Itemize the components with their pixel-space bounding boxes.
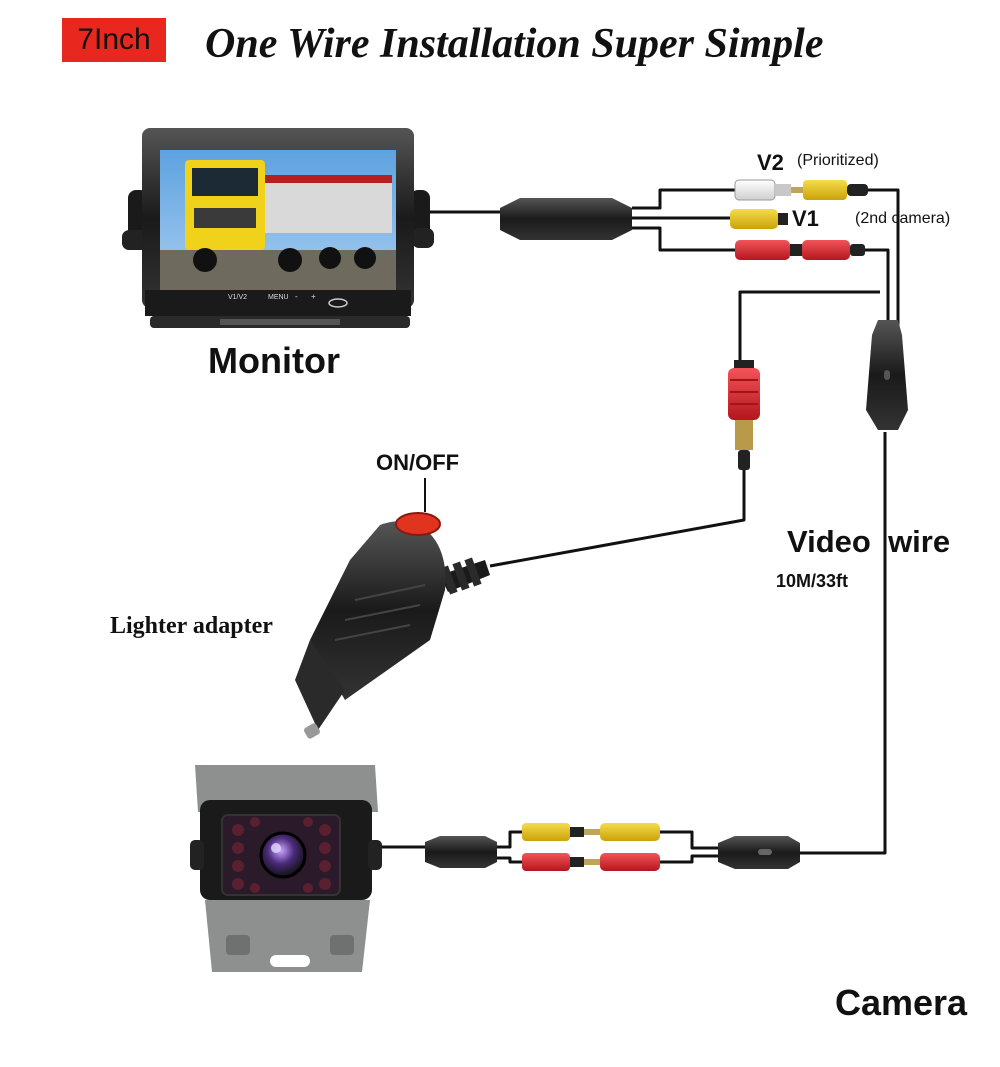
v2-label: V2 bbox=[757, 150, 784, 175]
page-title: One Wire Installation Super Simple bbox=[205, 21, 824, 67]
size-badge: 7Inch bbox=[62, 18, 166, 62]
monitor-icon: V1/V2 MENU - + bbox=[122, 128, 434, 328]
lighter-adapter-label: Lighter adapter bbox=[110, 613, 273, 639]
monitor-button-minus[interactable]: - bbox=[295, 292, 298, 301]
monitor-cable-junction bbox=[500, 198, 632, 240]
monitor-button-plus[interactable]: + bbox=[311, 292, 316, 301]
camera-label: Camera bbox=[835, 982, 968, 1023]
wire-length-label: 10M/33ft bbox=[776, 571, 849, 591]
power-jack bbox=[728, 360, 760, 470]
rca-plug-icon bbox=[522, 823, 660, 841]
rca-plug-icon bbox=[735, 240, 865, 260]
rca-plug-icon bbox=[734, 179, 868, 201]
v2-note-label: (Prioritized) bbox=[797, 152, 879, 169]
video-wire-end-junction bbox=[718, 836, 800, 869]
video-wire-label: Video wire bbox=[787, 524, 951, 559]
monitor-button-menu[interactable]: MENU bbox=[268, 294, 289, 301]
v1-label: V1 bbox=[792, 206, 819, 231]
monitor-button-v1v2[interactable]: V1/V2 bbox=[228, 294, 247, 301]
rca-plug-icon bbox=[730, 209, 788, 229]
rca-plug-icon bbox=[522, 853, 660, 871]
camera-icon bbox=[190, 765, 382, 972]
truck-image bbox=[185, 160, 392, 272]
onoff-label: ON/OFF bbox=[376, 450, 460, 475]
monitor-label: Monitor bbox=[208, 340, 340, 381]
cables bbox=[375, 188, 900, 864]
onoff-switch[interactable] bbox=[395, 512, 441, 536]
camera-cable-junction bbox=[425, 836, 497, 868]
lighter-adapter-icon bbox=[295, 512, 490, 739]
video-wire-junction bbox=[866, 320, 908, 430]
second-camera-label: (2nd camera) bbox=[855, 210, 951, 227]
